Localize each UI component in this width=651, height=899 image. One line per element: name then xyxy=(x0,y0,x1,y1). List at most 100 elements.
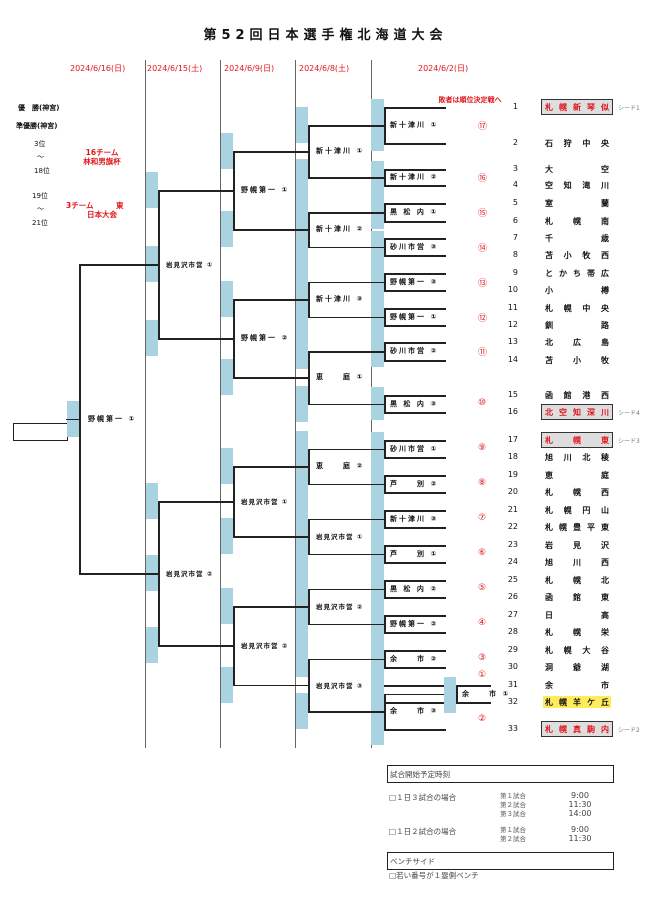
team-name-char: 幌 xyxy=(573,576,581,585)
game-time: 9:00 xyxy=(571,791,589,800)
bench-header: ベンチサイド xyxy=(390,857,435,866)
venue-label: 野幌第一 ③ xyxy=(390,277,439,286)
team-name: 日高 xyxy=(545,610,609,621)
team-name-char: 幌 xyxy=(559,103,567,112)
team-name-char: 札 xyxy=(545,488,553,497)
match-bracket-line xyxy=(308,246,384,248)
schedule-header-box xyxy=(387,765,614,783)
match-bracket-line xyxy=(384,107,386,143)
match-bracket-line xyxy=(308,711,384,713)
date-final: 2024/6/16(日) xyxy=(70,64,126,73)
match-bracket-line xyxy=(384,185,446,187)
match-bracket-line xyxy=(384,667,446,669)
team-name-char: 真 xyxy=(573,725,581,734)
venue-label: 余 市 ③ xyxy=(390,707,439,716)
team-name-char: 西 xyxy=(600,391,609,400)
champion-box xyxy=(13,423,68,441)
team-name-char: 函 xyxy=(545,391,553,400)
team-name-char: 幌 xyxy=(573,488,581,497)
venue-label: 岩見沢市営 ③ xyxy=(316,681,364,690)
team-name-char: 蘭 xyxy=(601,199,609,208)
match-bracket-line xyxy=(384,693,444,695)
game-number: ⑯ xyxy=(478,174,488,184)
venue-label: 野幌第一 ② xyxy=(390,619,439,628)
venue-label: 余 市 ① xyxy=(462,689,511,698)
team-name: 岩見沢 xyxy=(545,540,609,551)
bench-note: □若い番号が１塁側ベンチ xyxy=(389,871,479,880)
match-bracket-line xyxy=(384,169,446,171)
team-name-char: 札 xyxy=(545,103,553,112)
match-bracket-line xyxy=(384,562,446,564)
match-bracket-line xyxy=(233,229,308,231)
game-number: ⑭ xyxy=(478,243,488,254)
team-name: 苫小牧西 xyxy=(545,250,609,261)
blue-band xyxy=(296,159,308,195)
match-bracket-line xyxy=(384,221,446,223)
venue-label: 黒 松 内 ③ xyxy=(390,399,439,408)
match-bracket-line xyxy=(158,338,233,340)
venue-label: 砂川市営 ① xyxy=(390,444,439,453)
team-number: 18 xyxy=(507,452,518,461)
blue-band xyxy=(221,359,233,396)
team-name-char: 北 xyxy=(545,408,553,417)
match-bracket-line xyxy=(384,545,386,562)
team-name: 千歳 xyxy=(545,233,609,244)
venue-label: 余 市 ② xyxy=(390,654,439,663)
runner-up-label: 準優勝(神宮) xyxy=(16,122,58,130)
match-bracket-line xyxy=(384,342,386,360)
team-name-char: 新 xyxy=(573,103,581,112)
team-name-char: 札 xyxy=(545,725,553,734)
champion-label: 優 勝(神宮) xyxy=(18,104,60,112)
team-name-char: 見 xyxy=(573,541,581,550)
team-name-char: 牧 xyxy=(582,251,591,260)
match-bracket-line xyxy=(66,418,79,421)
team-number: 14 xyxy=(507,355,518,364)
team-name: 恵庭 xyxy=(545,470,609,481)
match-bracket-line xyxy=(233,299,235,378)
team-name: 旭川北稜 xyxy=(545,452,609,463)
team-name-char: 中 xyxy=(582,304,591,313)
match-bracket-line xyxy=(384,273,386,290)
team-name-char: 恵 xyxy=(545,471,553,480)
venue-label: 岩見沢市営 ② xyxy=(241,642,289,651)
game-label: 第２試合 xyxy=(500,801,526,809)
team-name-char: 幌 xyxy=(563,304,572,313)
match-bracket-line xyxy=(308,448,310,484)
team-number: 5 xyxy=(512,198,518,207)
schedule-header: 試合開始予定時刻 xyxy=(390,770,450,779)
team-name-char: 川 xyxy=(563,453,572,462)
team-name-char: 石 xyxy=(545,139,553,148)
match-bracket-line xyxy=(384,580,386,597)
match-bracket-line xyxy=(308,281,310,317)
team-name-char: 小 xyxy=(563,251,572,260)
team-name-char: 空 xyxy=(559,408,567,417)
two-games-label: □１日２試合の場合 xyxy=(389,827,457,836)
team-name-char: 川 xyxy=(573,558,581,567)
venue-label: 新十津川 ② xyxy=(316,225,365,234)
team-name-char: 館 xyxy=(563,391,572,400)
team-name: 空知滝川 xyxy=(545,180,609,191)
date-round2: 2024/6/8(土) xyxy=(299,64,350,73)
match-bracket-line xyxy=(233,466,235,536)
team-name-char: か xyxy=(559,269,567,278)
game-number: ⑫ xyxy=(478,313,488,324)
team-name-char: 千 xyxy=(545,234,553,243)
team-number: 23 xyxy=(507,540,518,549)
team-name: 札幌大谷 xyxy=(545,645,609,656)
team-name-char: 沢 xyxy=(601,541,609,550)
team-name-char: 幌 xyxy=(559,698,567,707)
team-number: 25 xyxy=(507,575,518,584)
blue-band xyxy=(221,448,233,484)
team-name-char: 小 xyxy=(545,286,553,295)
team-name-char: 似 xyxy=(601,103,609,112)
blue-band xyxy=(371,231,384,367)
match-bracket-line xyxy=(308,448,384,450)
team-name-char: 札 xyxy=(545,523,553,532)
team-name-char: 帯 xyxy=(587,269,595,278)
match-bracket-line xyxy=(384,729,446,731)
team-name-char: 央 xyxy=(600,139,609,148)
team-name-char: 栄 xyxy=(601,628,609,637)
team-name-char: 西 xyxy=(601,488,609,497)
seed-highlight xyxy=(541,721,613,737)
team-number: 32 xyxy=(507,697,518,706)
